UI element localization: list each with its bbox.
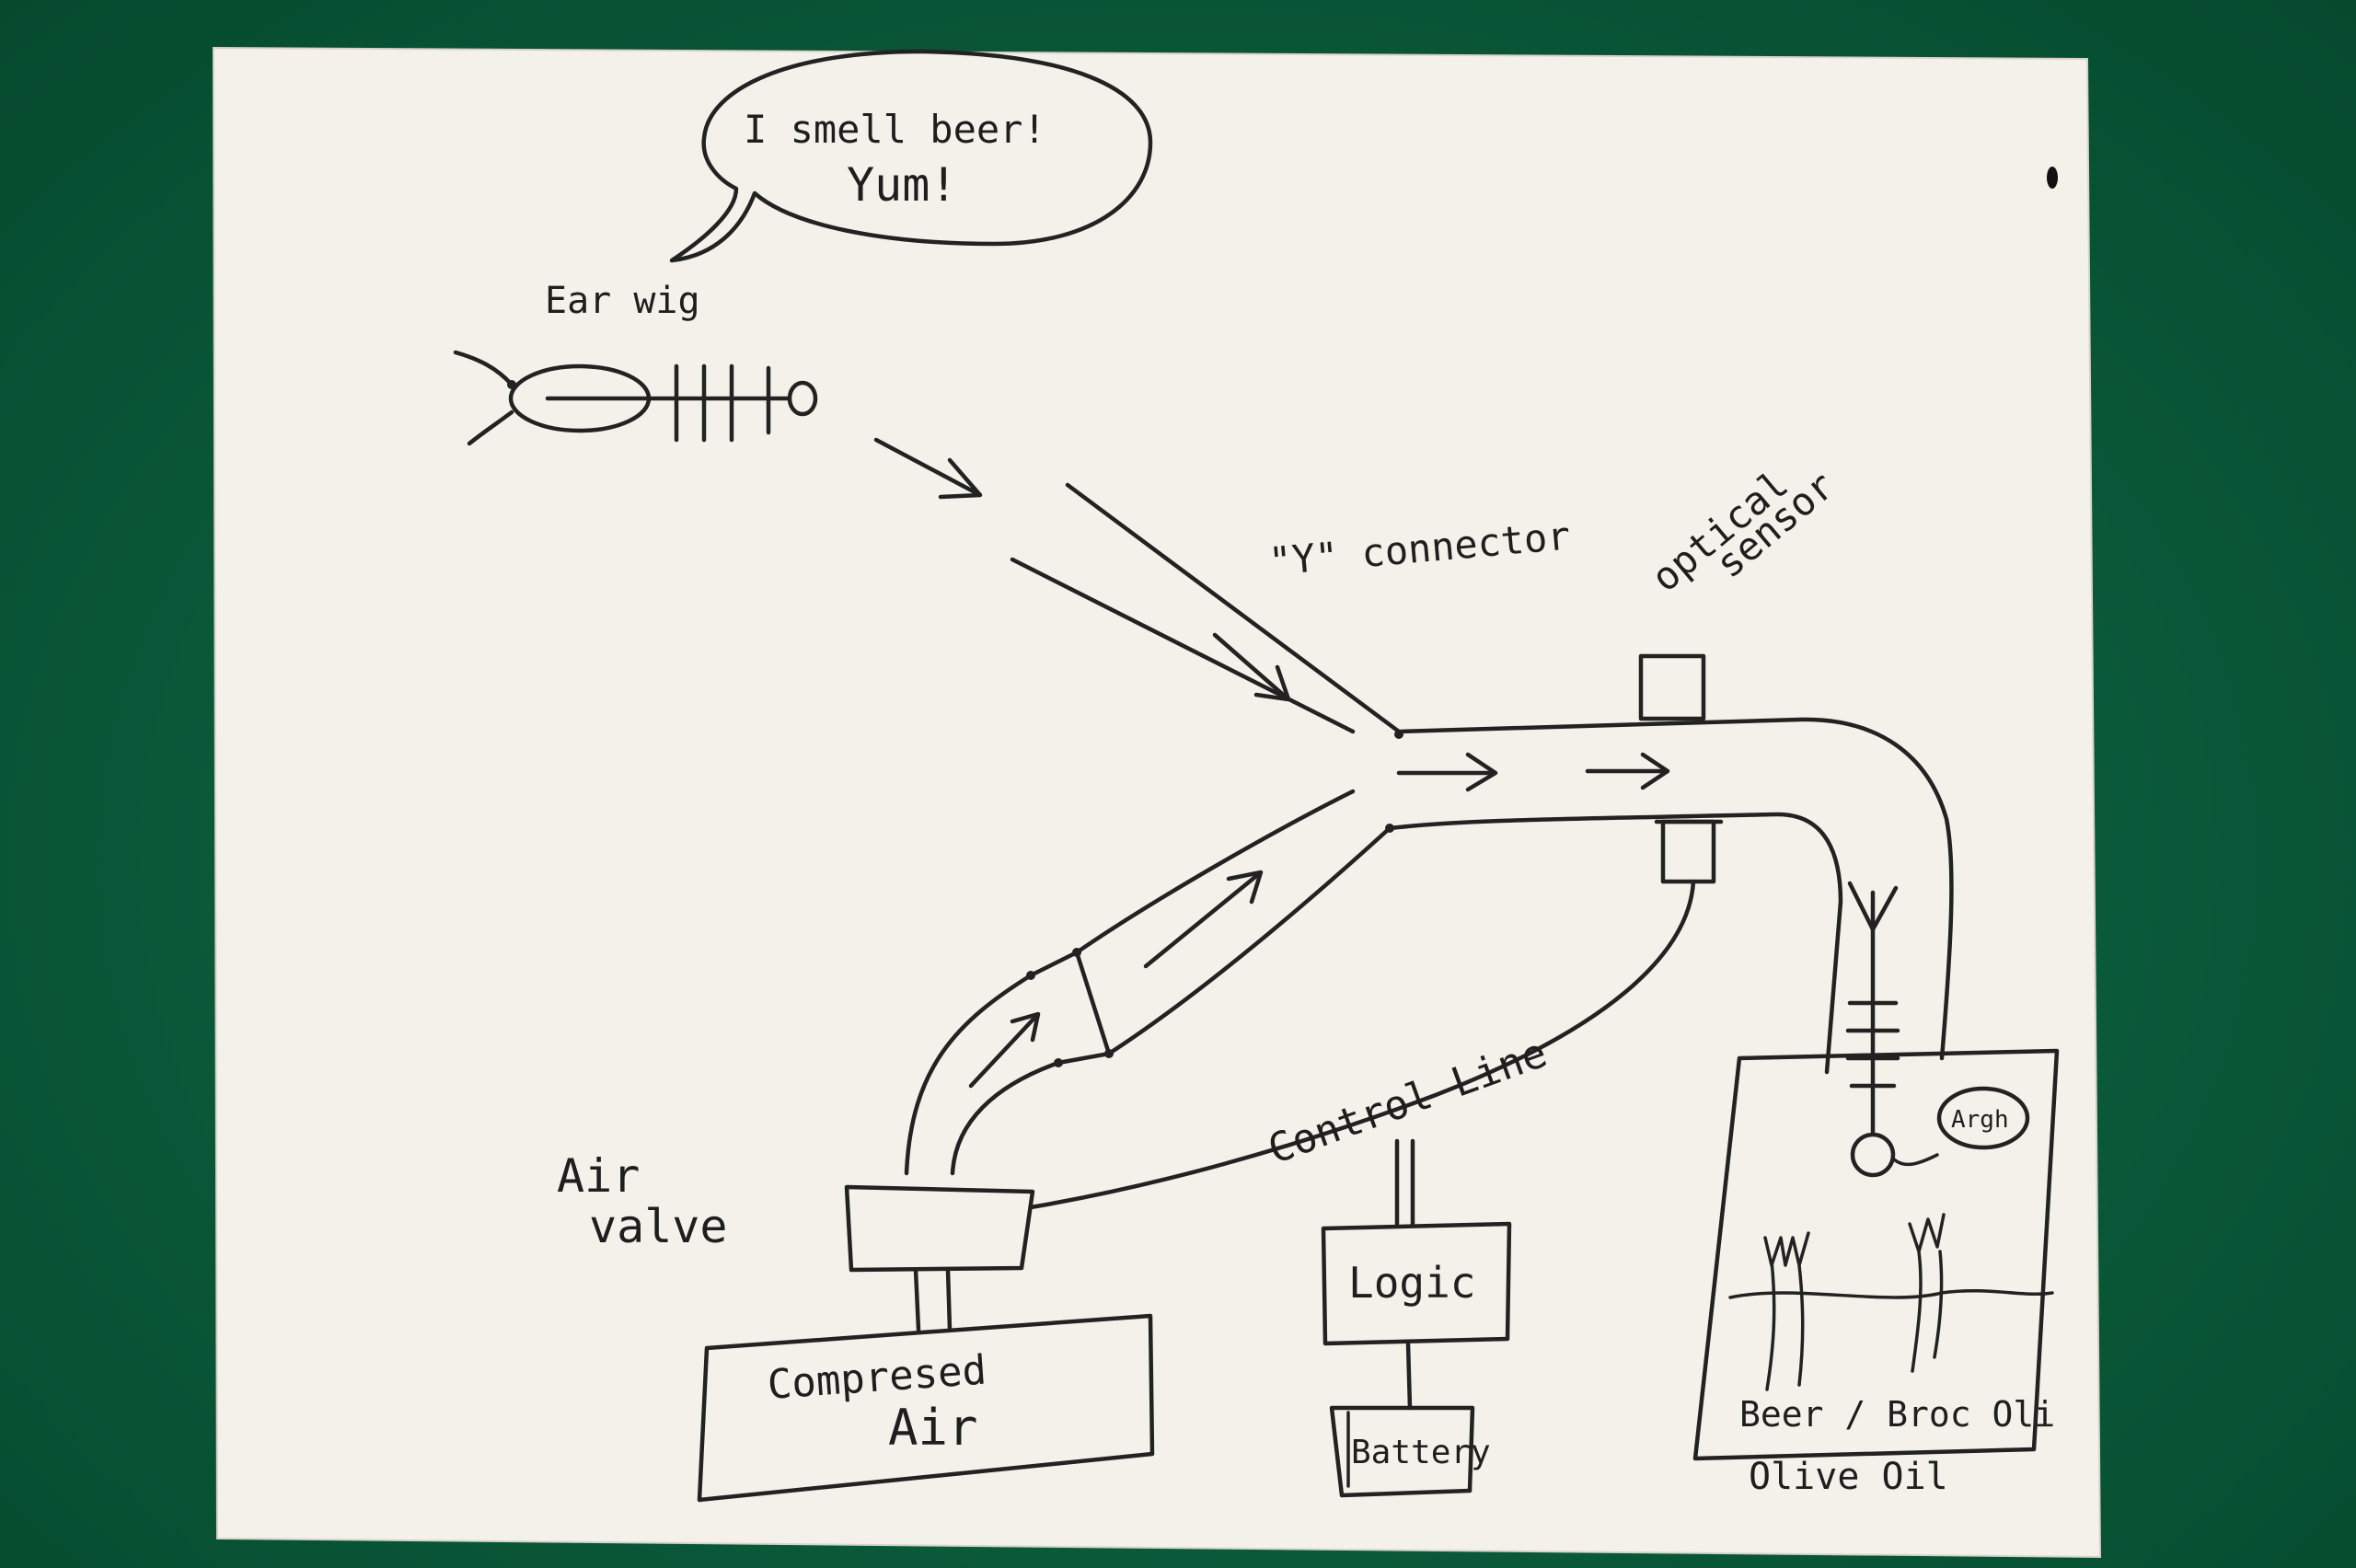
main-pipe-bottom bbox=[1387, 812, 1843, 1075]
air-valve bbox=[844, 1184, 1035, 1273]
paper-sheet bbox=[212, 46, 2102, 1559]
main-pipe-top bbox=[1396, 717, 1954, 1061]
air-valve-label-line1: Air bbox=[557, 1149, 640, 1203]
pencil-mark bbox=[2047, 167, 2058, 189]
arrow-lower-1 bbox=[1143, 870, 1264, 969]
battery-label: Battery bbox=[1351, 1434, 1491, 1471]
beer-tank bbox=[1692, 1048, 2060, 1461]
earwig-in-tank-icon bbox=[1845, 881, 1939, 1178]
lower-pipe-inner bbox=[950, 1060, 1061, 1176]
arrow-pipe-1 bbox=[1396, 752, 1498, 792]
speech-line-1: I smell beer! bbox=[744, 107, 1046, 152]
battery-box bbox=[1329, 1405, 1475, 1498]
arrow-upper-arm bbox=[1212, 632, 1291, 702]
olive-oil-label: Olive Oil bbox=[1749, 1456, 1948, 1498]
broccoli-left bbox=[1763, 1231, 1810, 1391]
control-line bbox=[1028, 879, 1696, 1210]
optical-sensor-bottom bbox=[1654, 819, 1724, 884]
broccoli-right bbox=[1908, 1213, 1946, 1373]
compressed-air-tank bbox=[697, 1313, 1155, 1503]
lower-pipe-joint bbox=[1028, 950, 1112, 1066]
tank-contents-label: Beer / Broc Oli bbox=[1739, 1394, 2055, 1435]
speech-line-2: Yum! bbox=[847, 158, 957, 212]
optical-sensor-top bbox=[1638, 653, 1706, 721]
speech-bubble bbox=[669, 49, 1153, 263]
logic-battery-wire bbox=[1405, 1341, 1413, 1411]
valve-tank-connection bbox=[913, 1267, 953, 1332]
y-connector-upper-arm bbox=[1010, 482, 1402, 734]
entry-arrow bbox=[873, 437, 983, 500]
air-valve-label-line2: valve bbox=[589, 1200, 728, 1253]
logic-label: Logic bbox=[1348, 1258, 1475, 1308]
compressed-label-line2: Air bbox=[888, 1399, 978, 1457]
earwig-label: Ear wig bbox=[545, 280, 700, 322]
logic-connection bbox=[1394, 1138, 1415, 1227]
arrow-lower-2 bbox=[968, 1011, 1041, 1089]
argh-bubble bbox=[1936, 1086, 2030, 1150]
argh-label: Argh bbox=[1951, 1106, 2009, 1134]
arrow-pipe-2 bbox=[1585, 752, 1670, 790]
logic-box bbox=[1321, 1221, 1512, 1346]
earwig-icon bbox=[453, 350, 818, 446]
lower-pipe-outer bbox=[904, 973, 1034, 1176]
